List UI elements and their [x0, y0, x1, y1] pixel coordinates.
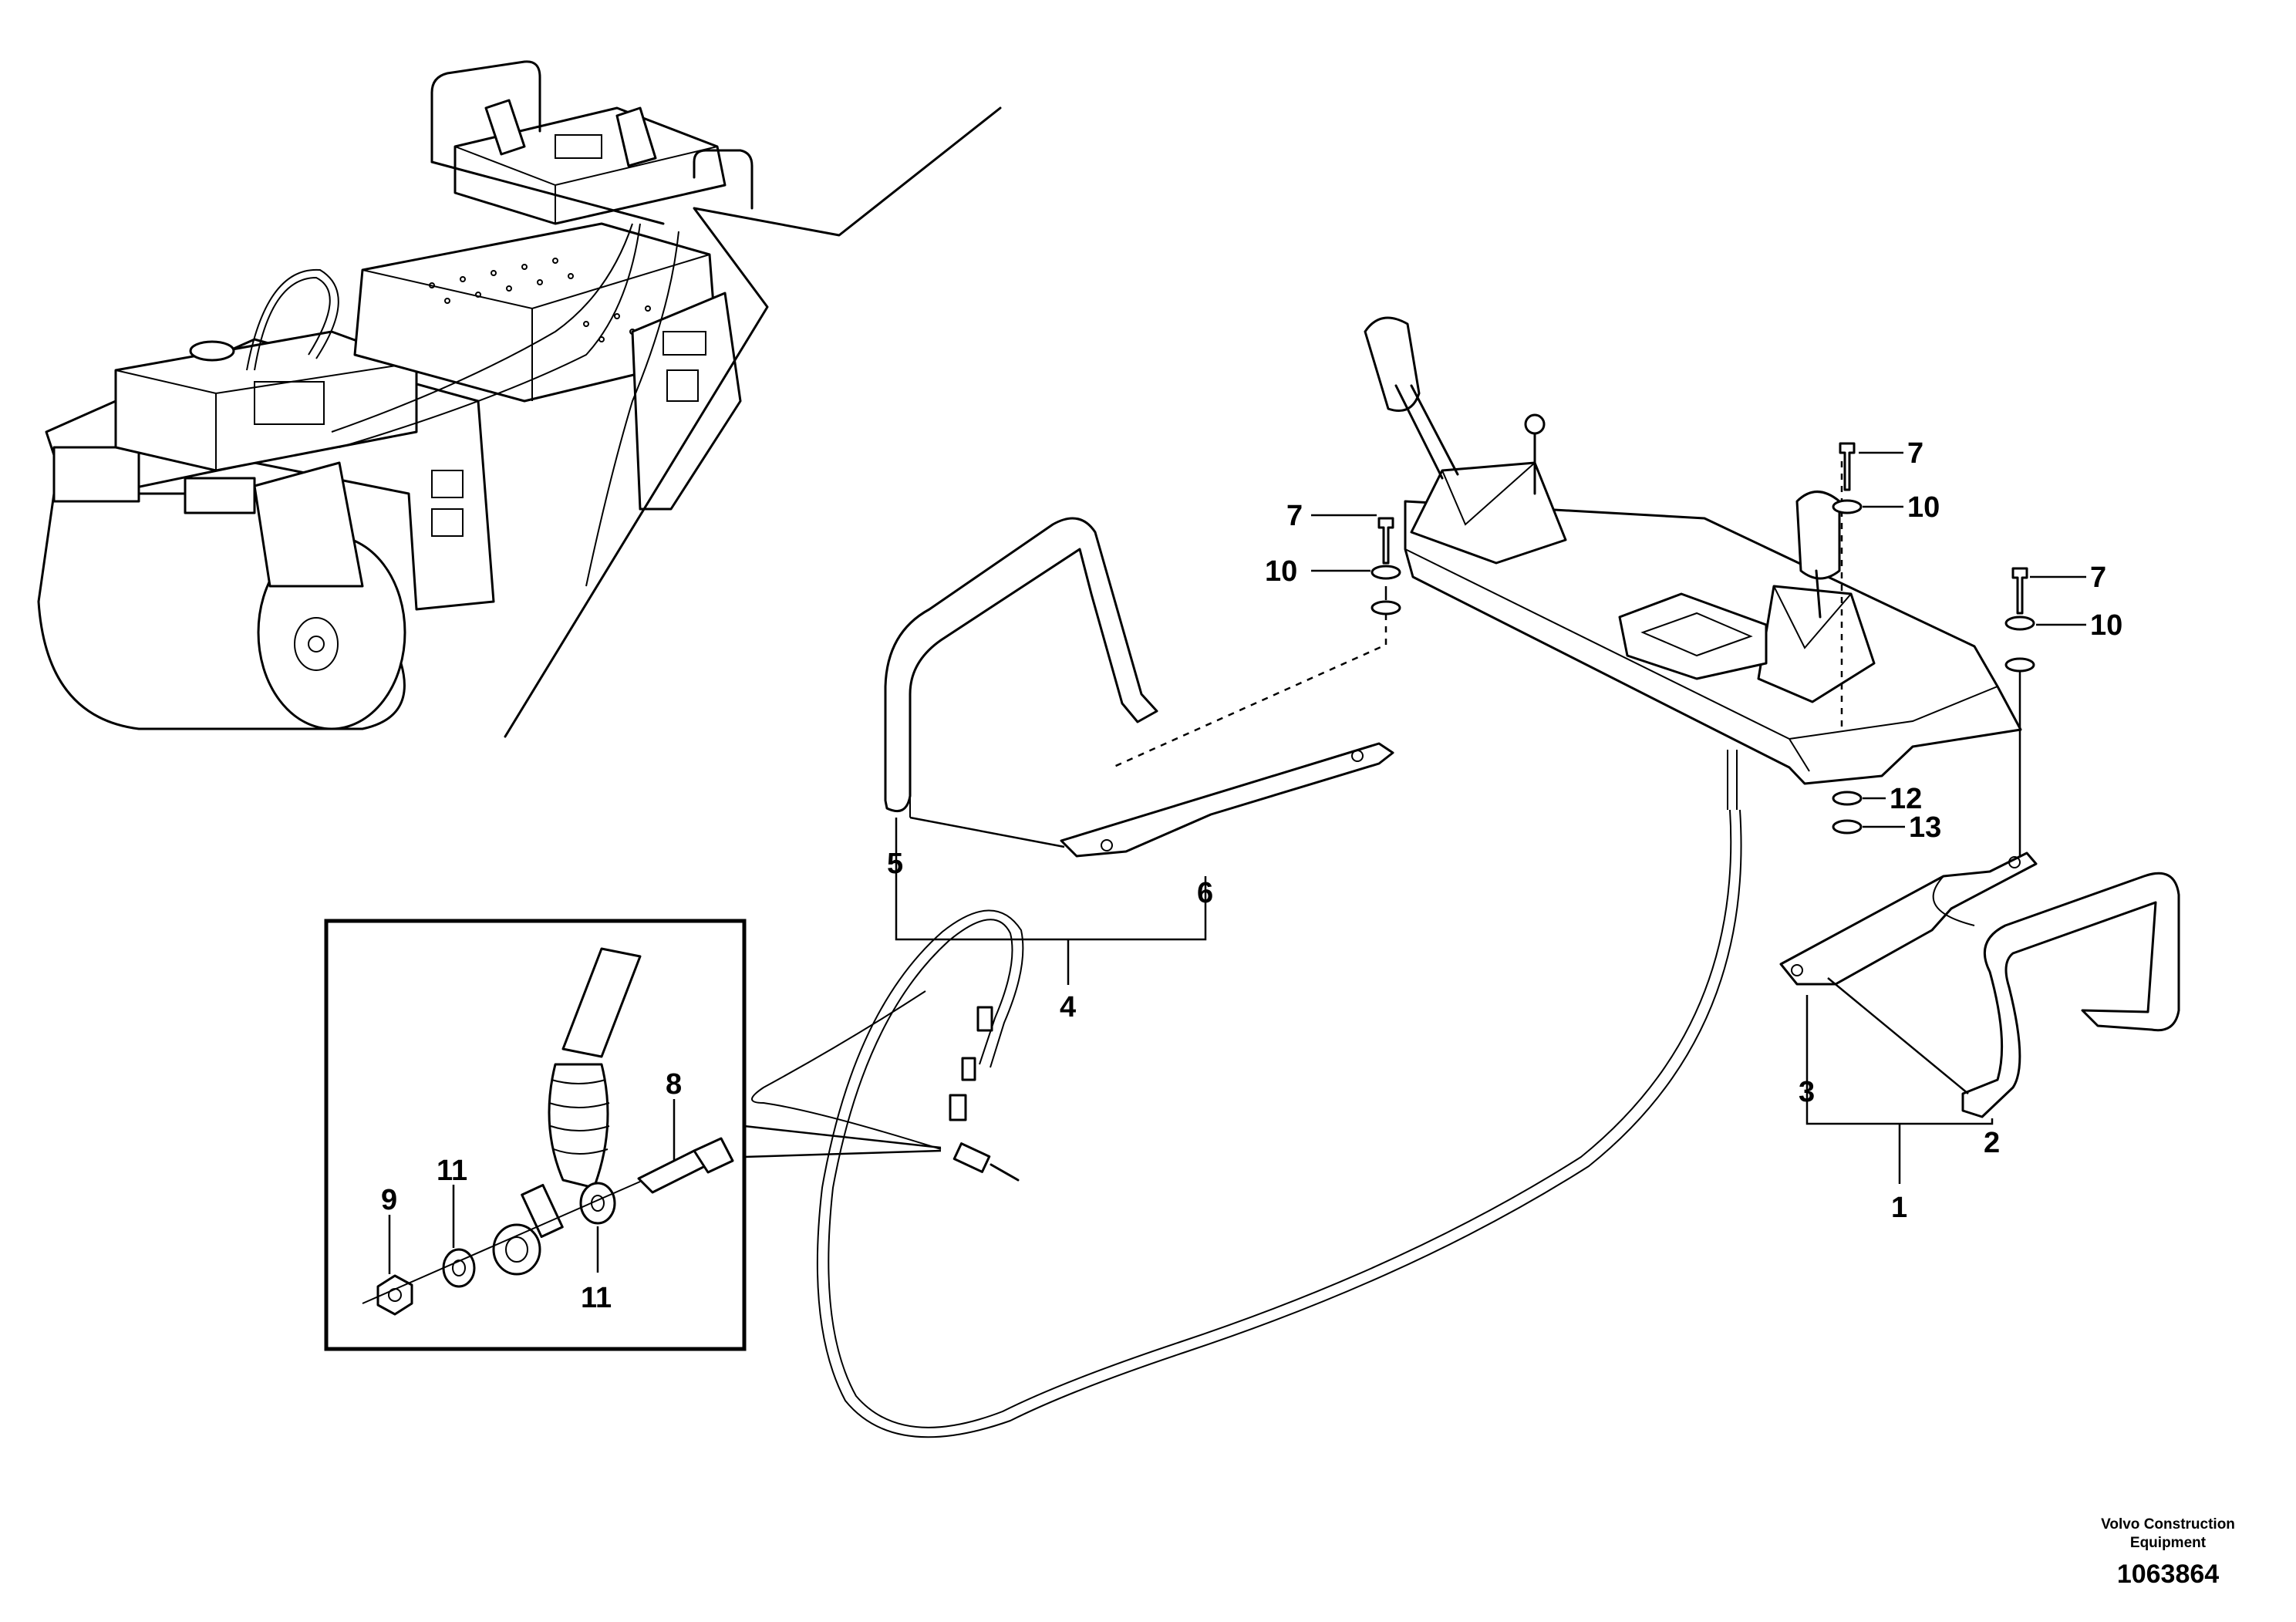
fastener-stack-right	[2004, 567, 2035, 864]
callout-11-upper: 11	[437, 1155, 467, 1187]
callout-3: 3	[1799, 1076, 1815, 1108]
publisher-block: Volvo Construction Equipment 1063864	[2101, 1516, 2235, 1589]
fastener-stack-centre	[1832, 442, 1863, 835]
callout-13: 13	[1909, 811, 1941, 844]
control-platform	[1364, 316, 2022, 810]
brand-line-2: Equipment	[2130, 1535, 2207, 1551]
callout-5: 5	[887, 848, 903, 880]
document-number: 1063864	[2117, 1560, 2219, 1589]
guard-rail-left	[884, 517, 1158, 818]
callout-12: 12	[1890, 783, 1922, 815]
callout-1: 1	[1891, 1192, 1907, 1224]
callout-leaders	[388, 451, 2086, 1274]
callout-7-right: 7	[2090, 561, 2106, 594]
callout-10-centre: 10	[1907, 491, 1940, 524]
detail-inset	[324, 919, 942, 1351]
callout-11-lower: 11	[581, 1282, 612, 1314]
machine-overview-illustration	[37, 60, 1002, 738]
callout-6: 6	[1197, 877, 1213, 909]
callout-2: 2	[1984, 1127, 2000, 1159]
callout-8: 8	[666, 1068, 682, 1101]
callout-10-left: 10	[1265, 555, 1297, 588]
callout-9: 9	[381, 1184, 397, 1216]
guard-rail-right	[1961, 872, 2180, 1118]
callout-10-right: 10	[2090, 609, 2122, 642]
detail-pointer-lines	[504, 106, 1002, 738]
bracket-plate-right	[1779, 851, 2038, 986]
brand-line-1: Volvo Construction	[2101, 1516, 2235, 1533]
callout-7-left: 7	[1286, 500, 1303, 532]
callout-labels: 7 10 7 10 7 10 12 13 5 6 4 3 2 1 8 9 11 …	[381, 437, 2122, 1314]
callout-7-centre: 7	[1907, 437, 1923, 470]
control-cable	[751, 809, 1742, 1438]
callout-4: 4	[1060, 991, 1076, 1023]
bracket-plate-left	[1060, 742, 1394, 858]
fastener-stack-left	[1110, 517, 1401, 770]
